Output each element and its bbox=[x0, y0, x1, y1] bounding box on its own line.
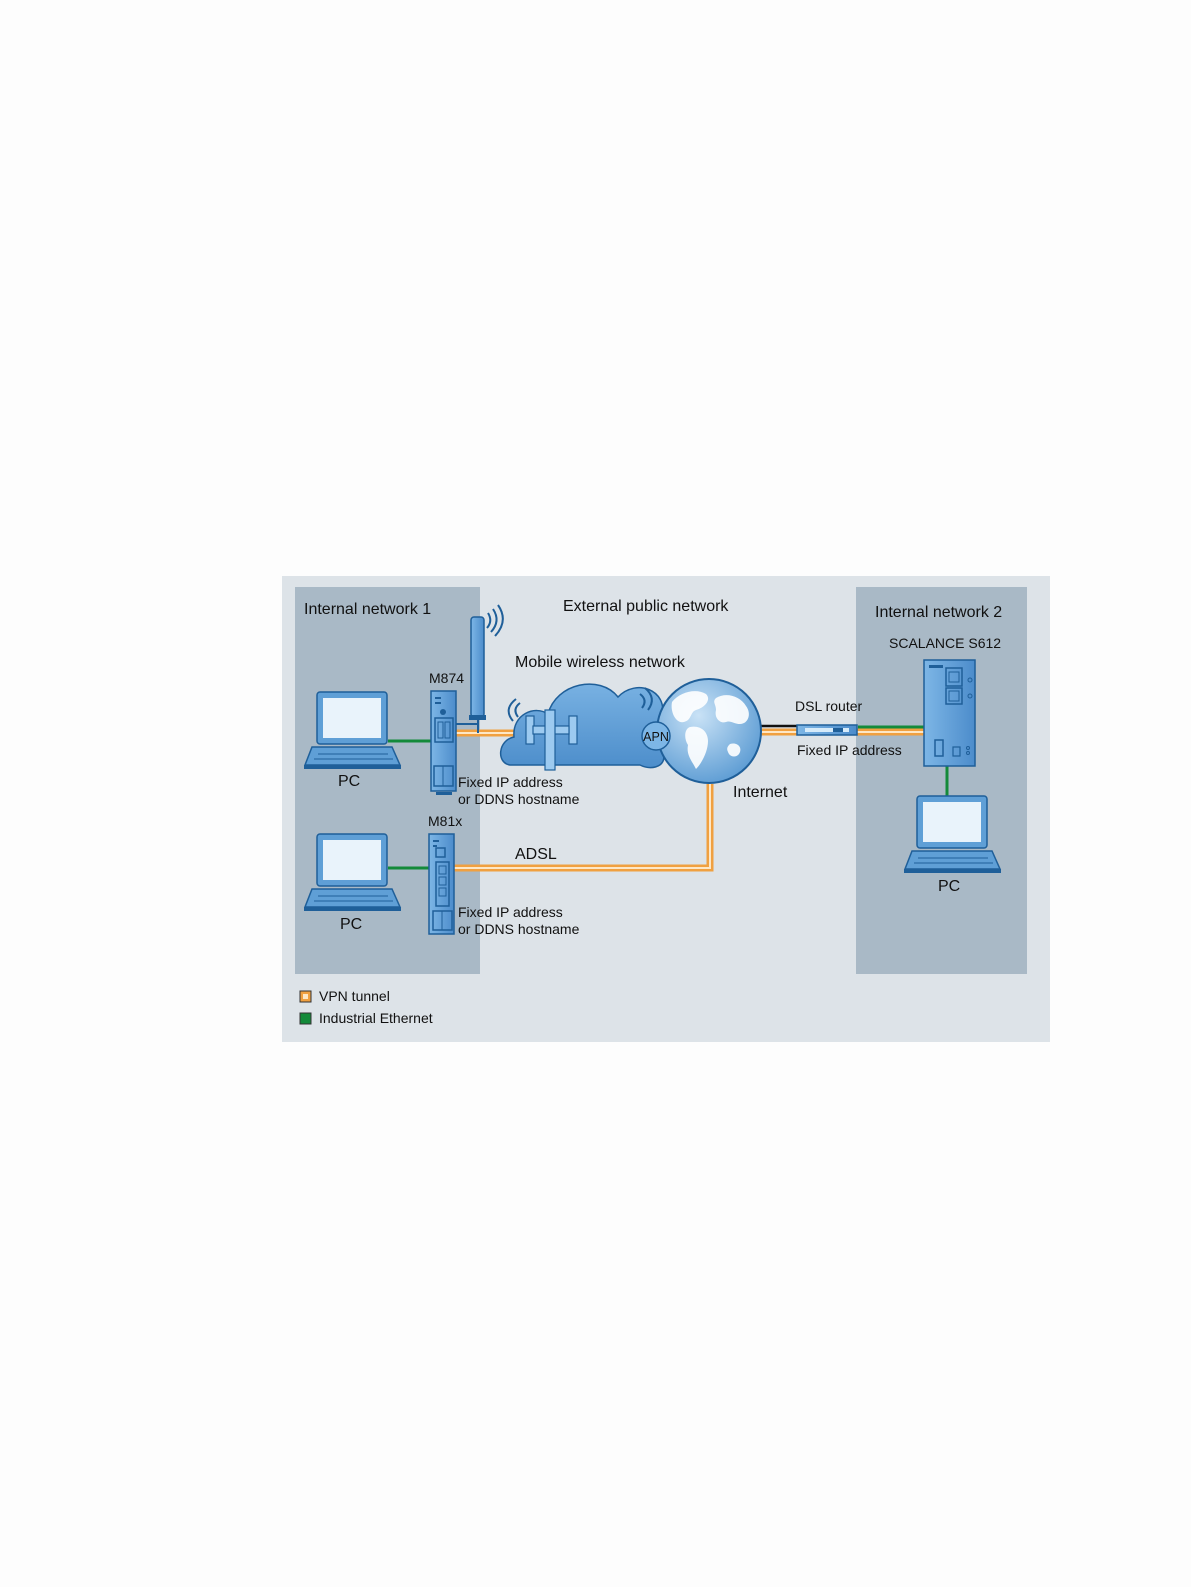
pc-laptop-3 bbox=[904, 796, 1001, 873]
pc-label-3: PC bbox=[938, 878, 960, 895]
m874-router bbox=[431, 691, 456, 795]
pc-laptop-2 bbox=[304, 834, 401, 911]
legend-item-ethernet: Industrial Ethernet bbox=[300, 1010, 433, 1026]
internal-network-1-label: Internal network 1 bbox=[304, 601, 431, 618]
m874-label: M874 bbox=[429, 670, 464, 686]
adsl-label: ADSL bbox=[515, 846, 557, 863]
internal-network-2-label: Internal network 2 bbox=[875, 604, 1002, 621]
legend-vpn-label: VPN tunnel bbox=[319, 988, 390, 1004]
pc-label-1: PC bbox=[338, 773, 360, 790]
fixed-ip-m874-label: Fixed IP address bbox=[458, 774, 563, 790]
ddns-m874-label: or DDNS hostname bbox=[458, 791, 580, 807]
internet-label: Internet bbox=[733, 784, 788, 801]
fixed-ip-right-label: Fixed IP address bbox=[797, 742, 902, 758]
legend-ethernet-label: Industrial Ethernet bbox=[319, 1010, 433, 1026]
pc-label-2: PC bbox=[340, 916, 362, 933]
m81x-label: M81x bbox=[428, 813, 462, 829]
apn-label: APN bbox=[643, 730, 669, 744]
fixed-ip-m81x-label: Fixed IP address bbox=[458, 904, 563, 920]
external-public-network-label: External public network bbox=[563, 598, 729, 615]
pc-laptop-1 bbox=[304, 692, 401, 769]
ddns-m81x-label: or DDNS hostname bbox=[458, 921, 580, 937]
internet-globe-icon bbox=[657, 679, 761, 783]
scalance-label: SCALANCE S612 bbox=[889, 635, 1001, 651]
dsl-router-icon bbox=[797, 725, 857, 735]
m81x-router bbox=[429, 834, 454, 934]
scalance-s612-device bbox=[924, 660, 975, 766]
dsl-router-label: DSL router bbox=[795, 698, 863, 714]
mobile-wireless-network-label: Mobile wireless network bbox=[515, 654, 686, 671]
